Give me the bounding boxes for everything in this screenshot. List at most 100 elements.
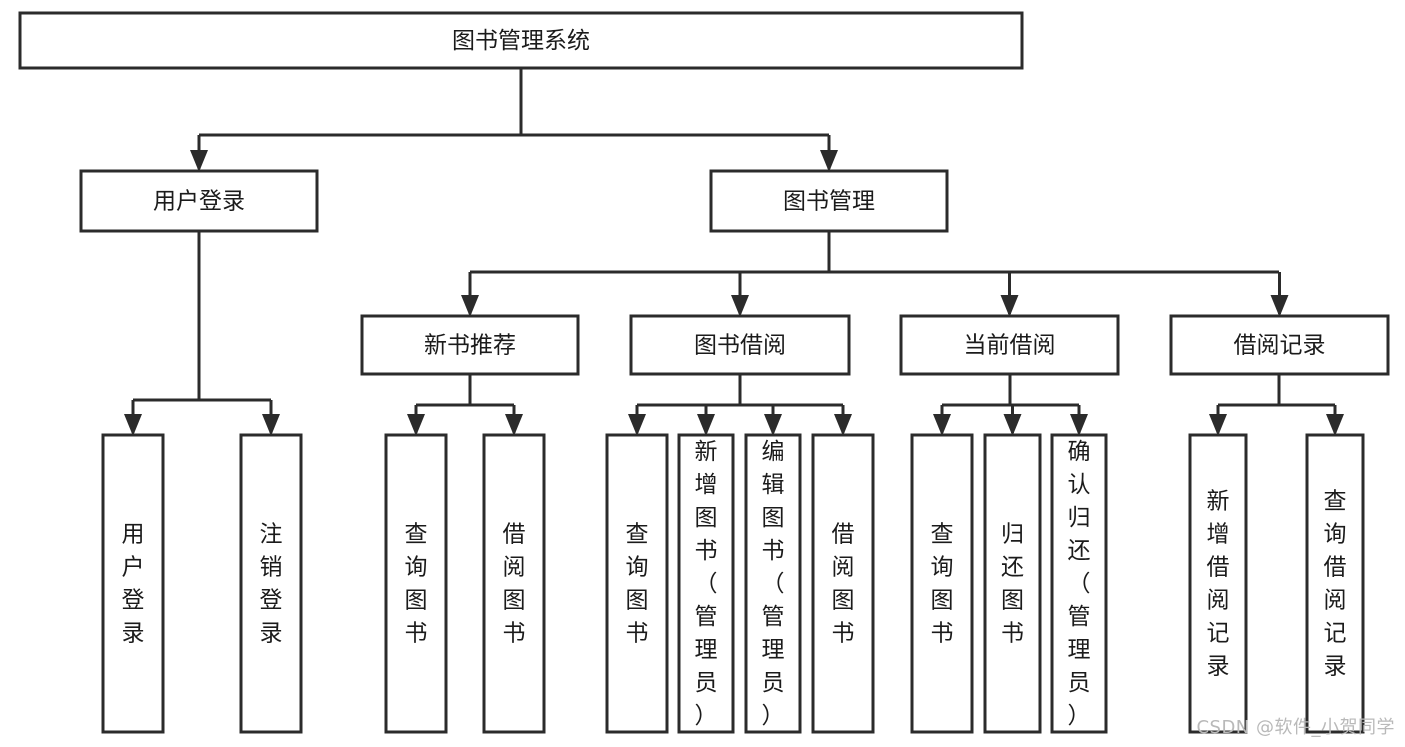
arrow-head-icon <box>1270 295 1289 317</box>
node-book-manage[interactable]: 图书管理 <box>709 169 949 233</box>
node-box[interactable] <box>360 314 580 376</box>
node-root[interactable]: 图书管理系统 <box>18 11 1024 70</box>
arrow-head-icon <box>764 414 782 436</box>
node-label: 确认归还（管理员） <box>1068 439 1091 729</box>
node-box[interactable] <box>18 11 1024 70</box>
connector-book-borrow-to-leaf-edit-book-admin <box>764 405 782 436</box>
arrow-head-icon <box>834 414 852 436</box>
node-box[interactable] <box>101 433 165 734</box>
arrow-head-icon <box>1070 414 1088 436</box>
node-label: 用户登录 <box>153 189 245 215</box>
node-leaf-user-login[interactable]: 用户登录 <box>101 433 165 734</box>
node-label: 新增图书（管理员） <box>695 439 718 729</box>
node-leaf-query-book-3[interactable]: 查询图书 <box>910 433 974 734</box>
node-label: 图书借阅 <box>694 333 786 359</box>
connector-book-manage-to-borrow-record <box>1270 272 1289 317</box>
node-box[interactable] <box>605 433 669 734</box>
node-box[interactable] <box>1188 433 1248 734</box>
connector-group-bus-book-borrow <box>637 374 843 407</box>
node-leaf-query-borrow-record[interactable]: 查询借阅记录 <box>1305 433 1365 734</box>
arrow-head-icon <box>407 414 425 436</box>
connector-current-borrow-to-leaf-confirm-return-admin <box>1070 405 1088 436</box>
arrow-head-icon <box>933 414 951 436</box>
node-box[interactable] <box>811 433 875 734</box>
node-label: 用户登录 <box>122 522 145 647</box>
node-box[interactable] <box>384 433 448 734</box>
node-leaf-user-logout[interactable]: 注销登录 <box>239 433 303 734</box>
connector-group-bus-user-login <box>133 231 271 402</box>
node-box[interactable] <box>744 433 802 734</box>
node-label: 查询图书 <box>405 522 428 647</box>
node-book-borrow[interactable]: 图书借阅 <box>629 314 851 376</box>
connector-group-bus-root <box>199 68 829 137</box>
node-box[interactable] <box>1169 314 1390 376</box>
connector-book-manage-to-book-borrow <box>731 272 749 317</box>
node-borrow-record[interactable]: 借阅记录 <box>1169 314 1390 376</box>
arrow-head-icon <box>461 295 479 317</box>
node-label: 注销登录 <box>260 522 283 647</box>
connector-group-bus-current-borrow <box>942 374 1079 407</box>
node-label: 新增借阅记录 <box>1207 489 1230 680</box>
arrow-head-icon <box>697 414 715 436</box>
node-leaf-borrow-book-1[interactable]: 借阅图书 <box>482 433 546 734</box>
node-box[interactable] <box>1050 433 1108 734</box>
nodes-layer: 图书管理系统用户登录图书管理新书推荐图书借阅当前借阅借阅记录用户登录注销登录查询… <box>18 11 1390 734</box>
connectors-layer <box>124 68 1344 436</box>
connector-user-login-to-leaf-user-logout <box>262 400 280 436</box>
node-leaf-edit-book-admin[interactable]: 编辑图书（管理员） <box>744 433 802 734</box>
node-label: 查询图书 <box>626 522 649 647</box>
node-box[interactable] <box>629 314 851 376</box>
connector-group-bus-book-manage <box>470 231 1279 274</box>
node-label: 查询借阅记录 <box>1324 489 1347 680</box>
node-label: 当前借阅 <box>964 333 1056 359</box>
arrow-head-icon <box>628 414 646 436</box>
arrow-head-icon <box>1003 414 1022 436</box>
node-new-book-recommend[interactable]: 新书推荐 <box>360 314 580 376</box>
node-label: 借阅图书 <box>832 522 855 647</box>
node-leaf-query-book-1[interactable]: 查询图书 <box>384 433 448 734</box>
connector-current-borrow-to-leaf-return-book <box>1003 405 1022 436</box>
node-label: 借阅图书 <box>503 522 526 647</box>
connector-borrow-record-to-leaf-add-borrow-record <box>1209 405 1227 436</box>
node-label: 图书管理系统 <box>452 28 590 54</box>
node-box[interactable] <box>899 314 1120 376</box>
arrow-head-icon <box>1209 414 1227 436</box>
node-leaf-add-borrow-record[interactable]: 新增借阅记录 <box>1188 433 1248 734</box>
node-box[interactable] <box>677 433 735 734</box>
node-box[interactable] <box>983 433 1042 734</box>
node-box[interactable] <box>482 433 546 734</box>
arrow-head-icon <box>505 414 523 436</box>
connector-book-borrow-to-leaf-borrow-book-2 <box>834 405 852 436</box>
node-label: 新书推荐 <box>424 333 516 359</box>
arrow-head-icon <box>1000 295 1019 317</box>
node-box[interactable] <box>79 169 319 233</box>
arrow-head-icon <box>190 150 208 172</box>
node-label: 归还图书 <box>1001 522 1024 647</box>
connector-book-manage-to-new-book-recommend <box>461 272 479 317</box>
node-box[interactable] <box>709 169 949 233</box>
connector-borrow-record-to-leaf-query-borrow-record <box>1326 405 1344 436</box>
node-box[interactable] <box>239 433 303 734</box>
node-current-borrow[interactable]: 当前借阅 <box>899 314 1120 376</box>
node-leaf-return-book[interactable]: 归还图书 <box>983 433 1042 734</box>
connector-book-borrow-to-leaf-query-book-2 <box>628 405 646 436</box>
node-leaf-query-book-2[interactable]: 查询图书 <box>605 433 669 734</box>
connector-book-manage-to-current-borrow <box>1000 272 1019 317</box>
node-leaf-add-book-admin[interactable]: 新增图书（管理员） <box>677 433 735 734</box>
node-box[interactable] <box>910 433 974 734</box>
connector-book-borrow-to-leaf-add-book-admin <box>697 405 715 436</box>
arrow-head-icon <box>820 150 838 172</box>
node-leaf-confirm-return-admin[interactable]: 确认归还（管理员） <box>1050 433 1108 734</box>
node-box[interactable] <box>1305 433 1365 734</box>
arrow-head-icon <box>731 295 749 317</box>
node-label: 图书管理 <box>783 189 875 215</box>
arrow-head-icon <box>124 414 142 436</box>
arrow-head-icon <box>262 414 280 436</box>
arrow-head-icon <box>1326 414 1344 436</box>
connector-new-book-recommend-to-leaf-borrow-book-1 <box>505 405 523 436</box>
node-leaf-borrow-book-2[interactable]: 借阅图书 <box>811 433 875 734</box>
node-user-login[interactable]: 用户登录 <box>79 169 319 233</box>
node-label: 编辑图书（管理员） <box>762 439 785 729</box>
